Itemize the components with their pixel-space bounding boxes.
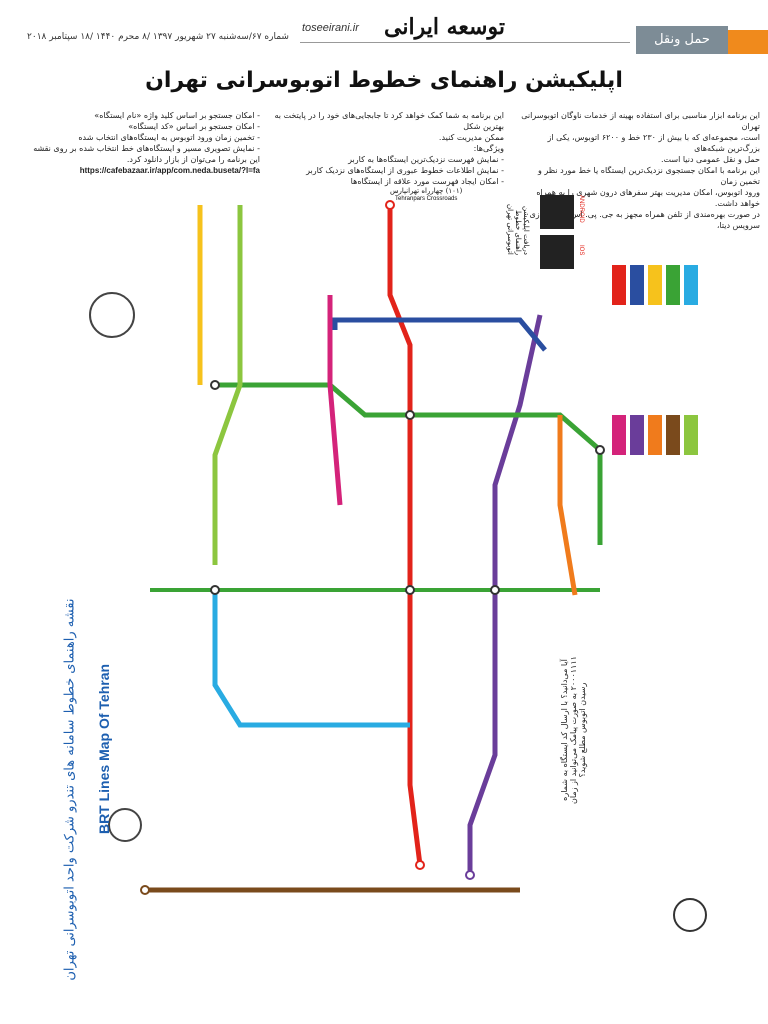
section-label: حمل ونقل شهری bbox=[636, 26, 728, 75]
masthead-divider bbox=[300, 42, 630, 43]
legend bbox=[612, 265, 698, 455]
station[interactable] bbox=[465, 870, 475, 880]
masthead: حمل ونقل شهری toseeirani.ir توسعه ایرانی… bbox=[0, 0, 768, 75]
legend-swatch bbox=[684, 265, 698, 305]
qr-code-ios[interactable] bbox=[540, 235, 574, 269]
station[interactable] bbox=[210, 380, 220, 390]
brt-line-orange bbox=[557, 415, 578, 596]
station[interactable] bbox=[595, 445, 605, 455]
brt-line-magenta bbox=[327, 295, 343, 506]
brt-line-cyan bbox=[212, 590, 410, 728]
dateline: شماره ۶۷/سه‌شنبه ۲۷ شهریور ۱۳۹۷ /۸ محرم … bbox=[27, 32, 289, 42]
brt-map-svg bbox=[89, 195, 707, 932]
article-column-left: - امکان جستجو بر اساس کلید واژه «نام ایس… bbox=[20, 110, 260, 176]
qr-code-android[interactable] bbox=[540, 195, 574, 229]
station[interactable] bbox=[490, 585, 500, 595]
brt-map: (۱۰۱) چهارراه تهرانپارس Tehranpars Cross… bbox=[0, 185, 768, 981]
paragraph-line: ورود اتوبوس، امکان مدیریت بهتر سفرهای در… bbox=[536, 188, 760, 208]
paragraph-line: ویژگی‌ها: bbox=[473, 144, 504, 153]
paragraph-line: - نمایش اطلاعات خطوط عبوری از ایستگاه‌ها… bbox=[306, 166, 504, 175]
qr-ios-label: IOS bbox=[578, 245, 584, 256]
paragraph-line: در صورت بهره‌مندی از تلفن همراه مجهز به … bbox=[529, 210, 760, 230]
section-tile bbox=[728, 30, 768, 54]
legend-swatch bbox=[684, 415, 698, 455]
bus-company-emblem bbox=[89, 292, 135, 338]
paragraph-line: این برنامه را می‌توان از بازار دانلود کر… bbox=[126, 155, 260, 164]
station[interactable] bbox=[405, 585, 415, 595]
legend-swatch bbox=[648, 415, 662, 455]
legend-swatch bbox=[648, 265, 662, 305]
paragraph-line: ممکن مدیریت کنید. bbox=[438, 133, 504, 142]
article-title: اپلیکیشن راهنمای خطوط اتوبوسرانی تهران bbox=[145, 68, 623, 93]
paragraph-line: - نمایش تصویری مسیر و ایستگاه‌های خط انت… bbox=[33, 144, 260, 153]
paragraph-line: این برنامه به شما کمک خواهد کرد تا جابجا… bbox=[274, 111, 504, 131]
station[interactable] bbox=[210, 585, 220, 595]
article-column-right: این برنامه ابزار مناسبی برای استفاده بهی… bbox=[520, 110, 760, 231]
station[interactable] bbox=[385, 200, 395, 210]
paragraph-line: - نمایش فهرست نزدیک‌ترین ایستگاه‌ها به ک… bbox=[348, 155, 504, 164]
station-markers bbox=[140, 200, 605, 895]
paragraph-line: این برنامه با امکان جستجوی نزدیک‌ترین ای… bbox=[537, 166, 760, 186]
legend-swatch bbox=[666, 415, 680, 455]
municipality-emblem bbox=[108, 808, 142, 842]
brt-line-purple bbox=[467, 314, 543, 875]
brt-line-green bbox=[215, 382, 603, 545]
map-title-en: BRT Lines Map Of Tehran bbox=[96, 663, 112, 835]
newspaper-logo: توسعه ایرانی bbox=[384, 14, 505, 40]
station[interactable] bbox=[415, 860, 425, 870]
legend-swatch bbox=[630, 415, 644, 455]
brt-line-red bbox=[387, 205, 423, 866]
legend-swatch bbox=[630, 265, 644, 305]
qr-android-label: ANDROID bbox=[578, 195, 584, 223]
paragraph-line: - امکان ایجاد فهرست مورد علاقه از ایستگا… bbox=[350, 177, 504, 186]
station[interactable] bbox=[405, 410, 415, 420]
terminal-label: (۱۰۱) چهارراه تهرانپارس bbox=[390, 187, 463, 195]
paragraph-line: - امکان جستجو بر اساس «کد ایستگاه» bbox=[128, 122, 260, 131]
map-title-fa: نقشه راهنمای خطوط سامانه های تندرو شرکت … bbox=[62, 598, 78, 981]
paragraph-line: است، مجموعه‌ای که با بیش از ۲۳۰ خط و ۶۲۰… bbox=[547, 133, 761, 153]
legend-swatch bbox=[612, 415, 626, 455]
qr-caption: دریافت اپلیکیشن راهنمای خطوط اتوبوسرانی … bbox=[506, 204, 530, 255]
paragraph-line: - تخمین زمان ورود اتوبوس به ایستگاه‌های … bbox=[78, 133, 260, 142]
article-column-middle: این برنامه به شما کمک خواهد کرد تا جابجا… bbox=[264, 110, 504, 187]
terminal-label-en: Tehranpars Crossroads bbox=[395, 196, 458, 202]
paragraph-line: این برنامه ابزار مناسبی برای استفاده بهی… bbox=[521, 111, 760, 131]
paragraph-line: - امکان جستجو بر اساس کلید واژه «نام ایس… bbox=[94, 111, 260, 120]
station[interactable] bbox=[140, 885, 150, 895]
company-logo bbox=[673, 898, 707, 932]
paragraph-line: حمل و نقل عمومی دنیا است. bbox=[661, 155, 760, 164]
sms-note: آیا می‌دانید؟ با ارسال کد ایستگاه به شما… bbox=[560, 656, 587, 804]
brt-line-blue bbox=[332, 317, 547, 352]
legend-swatch bbox=[612, 265, 626, 305]
legend-swatch bbox=[666, 265, 680, 305]
brt-line-lime bbox=[212, 205, 243, 565]
download-link[interactable]: https://cafebazaar.ir/app/com.neda.buset… bbox=[79, 166, 260, 175]
site-url[interactable]: toseeirani.ir bbox=[302, 22, 359, 34]
